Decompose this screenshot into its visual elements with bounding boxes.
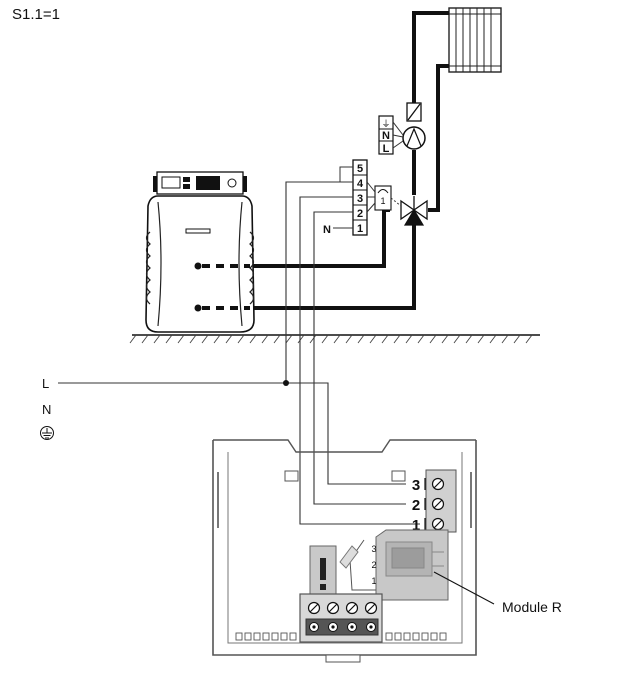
controller-terminal-1: 1 [412, 517, 420, 534]
mixer-neutral-label: N [323, 224, 331, 236]
setting-label: S1.1=1 [12, 6, 60, 23]
mixer-terminal-1: 1 [357, 223, 363, 235]
pump-terminal-n: N [382, 130, 390, 142]
module-pin-3: 3 [371, 544, 376, 554]
module-pin-1: 1 [371, 576, 376, 586]
controller-terminal-2: 2 [412, 497, 420, 514]
mixer-terminal-5: 5 [357, 163, 363, 175]
pump-terminal-l: L [383, 143, 390, 155]
junction-dot [283, 380, 289, 386]
radiator [448, 7, 502, 73]
mains-neutral-label: N [42, 402, 51, 417]
pump-earth-symbol: ⏚ [381, 119, 390, 129]
pump-terminal-block: ⏚ N L [378, 115, 404, 155]
mixer-terminal-4: 4 [357, 178, 364, 190]
power-terminal-block [299, 593, 383, 643]
controller-terminal-3: 3 [412, 477, 420, 494]
mixer-terminal-2: 2 [357, 208, 363, 220]
actuator-label: 1 [380, 196, 385, 206]
module-pin-2: 2 [371, 560, 376, 570]
hydraulic-pipes [250, 11, 449, 310]
actuator-icon: 1 [374, 185, 402, 211]
module-r: 3 2 1 [349, 529, 449, 601]
mixer-terminal-3: 3 [357, 193, 363, 205]
controller-terminal-strip: 3 2 1 [412, 469, 457, 534]
mains-line-label: L [42, 376, 49, 391]
pump-icon [402, 126, 426, 150]
mixer-terminal-block: 5 4 3 2 1 [339, 159, 376, 236]
mains-earth-icon [40, 426, 54, 440]
ground-line [129, 334, 540, 344]
electrical-wires [58, 181, 420, 525]
check-valve-icon [406, 102, 422, 122]
module-leader-line [433, 571, 495, 605]
heat-pump-unit [145, 171, 255, 333]
module-label: Module R [502, 599, 562, 615]
mixing-valve-icon [400, 196, 428, 226]
controller-housing [212, 439, 477, 663]
